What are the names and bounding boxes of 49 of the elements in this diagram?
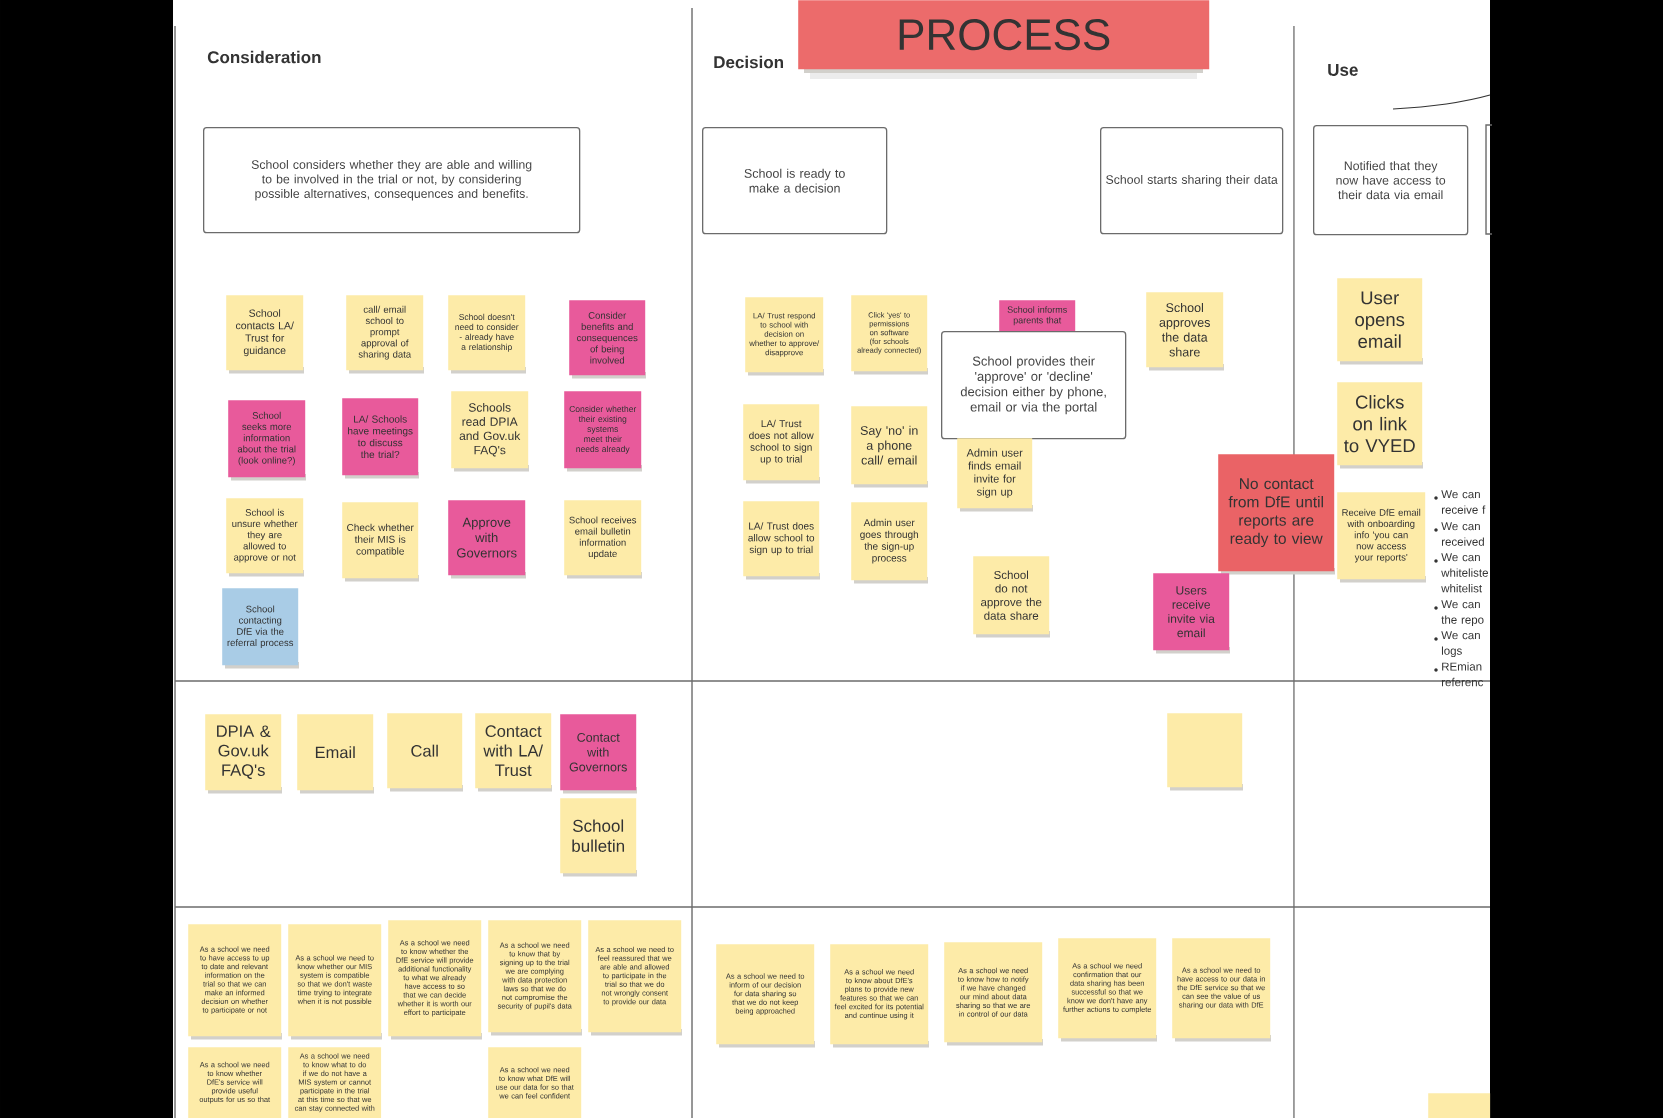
sticky-note: No contact from DfE until reports are ready to view — [1218, 454, 1335, 575]
stage-box: Notified that they now have access to their data via email — [1313, 125, 1469, 236]
sticky-note: Admin user goes through the sign-up process — [851, 502, 928, 584]
sticky-note: Check whether their MIS is compatible — [342, 502, 419, 582]
list-item: We can the repo — [1441, 600, 1484, 627]
sticky-note: LA/ Trust does allow school to sign up to trial — [743, 501, 820, 580]
sticky-note: Consider whether their existing systems meet their needs already — [564, 391, 642, 472]
sticky-note: Admin user finds email invite for sign up — [957, 438, 1033, 512]
sticky-note: School bulletin — [560, 798, 637, 877]
sticky-note: School contacts LA/ Trust for guidance — [226, 295, 304, 374]
sticky-note: LA/ Schools have meetings to discuss the trial? — [342, 398, 419, 479]
sticky-note: School contacting DfE via the referral process — [222, 588, 299, 669]
sticky-note: School doesn't need to consider - already have a relationship — [448, 295, 526, 374]
sticky-note: Contact with Governors — [560, 714, 637, 794]
sticky-note: School do not approve the data share — [973, 556, 1050, 638]
sticky-note: School approves the data share — [1146, 292, 1224, 371]
title-banner: PROCESS — [798, 0, 1210, 79]
list-item: We can received — [1441, 522, 1484, 546]
list-item: We can whiteliste whitelist — [1441, 553, 1488, 593]
sticky-note: Receive DfE email with onboarding info 'you can now access your reports' — [1337, 492, 1426, 583]
list-item: REmian referenc — [1442, 662, 1484, 687]
sticky-note: Clicks on link to VYED — [1337, 382, 1423, 469]
list-item: We can receive f — [1441, 490, 1486, 514]
column-heading: Use — [1328, 64, 1358, 76]
column-heading: Consideration — [207, 50, 321, 64]
sticky-note: User opens email — [1337, 278, 1423, 365]
sticky-note: Email — [297, 714, 374, 794]
stage-box: School starts sharing their data — [1100, 127, 1284, 235]
sticky-note: Contact with LA/ Trust — [475, 713, 552, 792]
sticky-note: School is unsure whether they are allowed to approve or not — [226, 498, 304, 577]
list-item: We can logs — [1441, 631, 1480, 658]
sticky-note: Say 'no' in a phone call/ email — [851, 406, 928, 488]
sticky-note: Consider benefits and consequences of being involved — [569, 300, 646, 379]
partial-box — [1485, 124, 1493, 235]
sticky-note — [1167, 713, 1243, 791]
sticky-note: DPIA & Gov.uk FAQ's — [205, 714, 282, 794]
stage-box: School considers whether they are able and willing to be involved in the trial or not, by considering possible alternatives, consequences and benefits. — [203, 127, 581, 234]
sticky-note — [1428, 1093, 1491, 1118]
sticky-note: Call — [387, 713, 463, 792]
sticky-note: Schools read DPIA and Gov.uk FAQ's — [451, 391, 529, 472]
stage-box: School provides their 'approve' or 'decline' decision either by phone, email or via the portal — [941, 331, 1127, 440]
sticky-note: Approve with Governors — [448, 500, 526, 579]
sticky-note: call/ email school to prompt approval of sharing data — [346, 295, 424, 374]
sticky-note: School seeks more information about the trial (look online?) — [228, 400, 306, 481]
sticky-note: School receives email bulletin information update — [564, 500, 642, 579]
sticky-note: School informs parents that — [999, 300, 1076, 332]
stage-box: School is ready to make a decision — [702, 127, 888, 235]
sticky-note: LA/ Trust does not allow school to sign up to trial — [743, 404, 820, 484]
sticky-note: Users receive invite via email — [1153, 573, 1230, 654]
